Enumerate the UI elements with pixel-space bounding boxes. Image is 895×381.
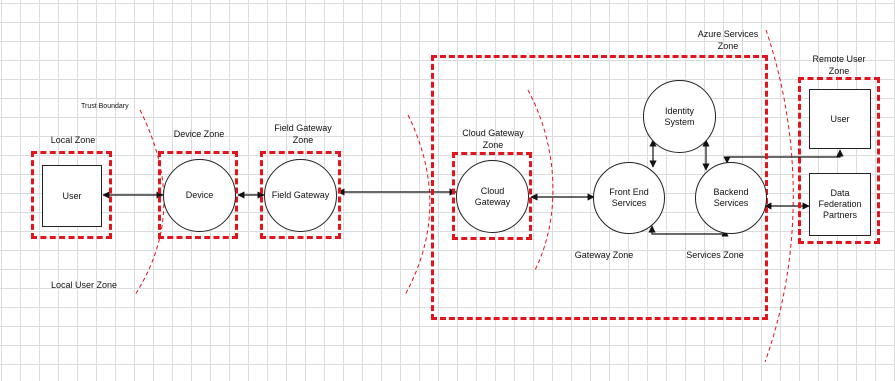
identity-system-label: Identity System — [664, 105, 695, 127]
device-node: Device — [163, 159, 236, 232]
trust-boundary-label: Trust Boundary — [81, 103, 129, 110]
device-label: Device — [185, 190, 214, 200]
identity-system-node: Identity System — [643, 80, 716, 153]
data-federation-partners-label: Data Federation Partners — [818, 188, 862, 220]
remote-user-label: User — [830, 113, 850, 124]
cloud-gateway-label: Cloud Gateway — [474, 185, 511, 207]
connector-backend-remoteuser — [723, 149, 844, 164]
field-gateway-zone-label: Field Gateway Zone — [274, 123, 332, 145]
backend-services-node: Backend Services — [695, 162, 767, 234]
local-user-zone-label: Local User Zone — [51, 280, 118, 290]
device-zone-label: Device Zone — [173, 129, 225, 139]
remote-user-zone-boundary — [798, 77, 880, 244]
device-zone-boundary — [158, 151, 238, 239]
azure-services-zone-label: Azure Services Zone — [697, 29, 759, 51]
local-zone-label: Local Zone — [50, 135, 96, 145]
field-gateway-node: Field Gateway — [264, 159, 337, 232]
services-zone-label: Services Zone — [686, 250, 744, 260]
trust-boundary-curve-2 — [404, 114, 431, 296]
cloud-gateway-zone-label: Cloud Gateway Zone — [462, 128, 524, 150]
trust-boundary-curve-3 — [527, 89, 554, 271]
trust-boundary-curve-1 — [134, 109, 165, 296]
data-federation-partners-node: Data Federation Partners — [809, 173, 871, 236]
local-zone-boundary — [31, 151, 112, 239]
cloud-gateway-zone-boundary — [452, 152, 532, 240]
gateway-zone-label: Gateway Zone — [574, 250, 634, 260]
trust-boundary-curve-4 — [764, 29, 794, 363]
cloud-gateway-node: Cloud Gateway — [456, 160, 529, 233]
local-user-label: User — [62, 190, 82, 201]
remote-user-node: User — [809, 89, 871, 149]
field-gateway-label: Field Gateway — [271, 190, 330, 200]
remote-user-zone-label: Remote User Zone — [812, 54, 866, 76]
backend-services-label: Backend Services — [713, 187, 749, 208]
front-end-services-node: Front End Services — [593, 162, 665, 234]
field-gateway-zone-boundary — [260, 151, 341, 239]
local-user-node: User — [42, 165, 102, 227]
azure-services-zone-boundary — [431, 55, 768, 320]
front-end-services-label: Front End Services — [609, 187, 649, 208]
